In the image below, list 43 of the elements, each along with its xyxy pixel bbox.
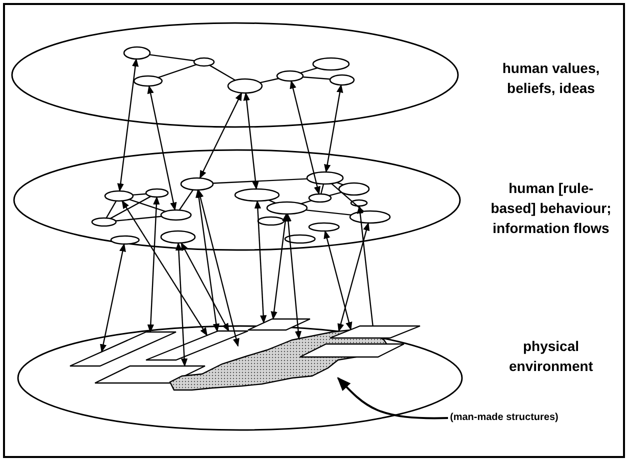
callout-label: (man-made structures) (450, 411, 560, 425)
arrow (270, 213, 289, 320)
layer-label: human [rule-based] behaviour; information flows (490, 179, 612, 238)
connector-line (149, 54, 195, 62)
connector-line (132, 193, 146, 196)
arrow (254, 200, 267, 324)
arrow (180, 242, 230, 332)
layer-label: physical environment (508, 337, 594, 376)
connector-line (300, 200, 312, 204)
leader-line (337, 376, 448, 420)
arrow (324, 230, 352, 330)
arrow (122, 200, 208, 336)
layer-label: human values, beliefs, ideas (501, 59, 601, 98)
arrow (100, 243, 126, 353)
connector-line (115, 216, 162, 222)
connector-line (331, 183, 364, 212)
connector-line (106, 200, 117, 218)
arrow (196, 189, 220, 332)
arrow (117, 58, 139, 192)
connector-line (268, 200, 276, 204)
arrow (197, 189, 240, 347)
connector-line (336, 182, 344, 186)
arrow (284, 213, 302, 340)
arrow (243, 92, 259, 190)
connector-line (178, 189, 194, 210)
arrow (324, 84, 344, 173)
connector-line (300, 67, 318, 74)
connector-line (260, 78, 279, 84)
arrow (147, 196, 160, 333)
connector-line (158, 64, 197, 78)
connector-line (302, 76, 330, 80)
arrow (147, 85, 177, 211)
arrow (290, 80, 320, 195)
connector-line (306, 209, 352, 216)
connector-line (328, 192, 342, 196)
connector-line (212, 178, 308, 184)
arrow (175, 242, 188, 367)
arrow (338, 222, 370, 332)
arrow (199, 92, 242, 179)
connector-line (129, 198, 166, 212)
connector-line (320, 184, 324, 194)
connector-line (110, 196, 152, 220)
connector-line (209, 64, 236, 81)
